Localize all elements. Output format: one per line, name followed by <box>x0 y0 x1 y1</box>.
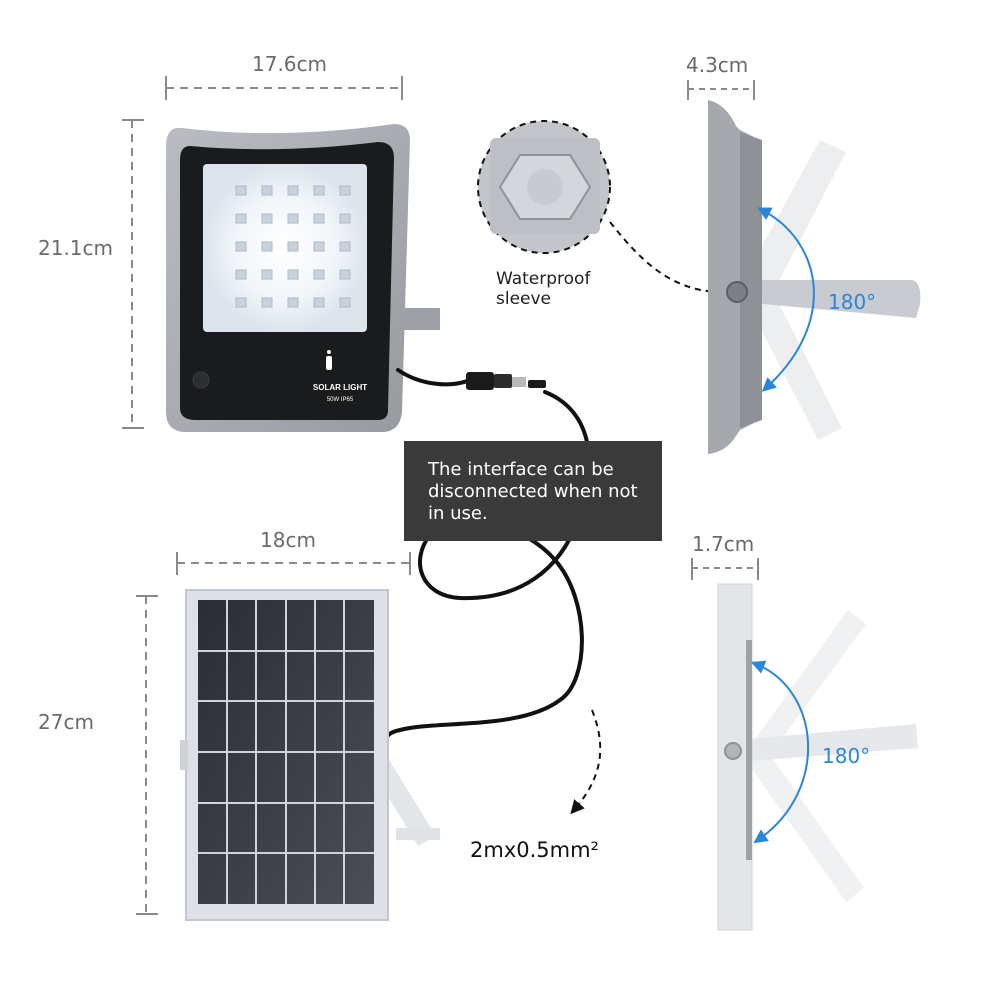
led-grid <box>235 185 351 308</box>
panel-rotation-label: 180° <box>822 744 871 768</box>
dimension-light-height <box>122 119 144 429</box>
product-name-label: SOLAR LIGHT <box>313 383 367 392</box>
dimension-light-depth <box>687 80 755 100</box>
brand-logo-icon <box>326 350 332 370</box>
light-rotation-label: 180° <box>828 290 877 314</box>
panel-height-label: 27cm <box>38 710 94 734</box>
waterproof-sleeve-zoom <box>477 120 724 299</box>
dimension-panel-height <box>136 595 158 915</box>
light-depth-label: 4.3cm <box>686 53 749 77</box>
cable-spec-label: 2mx0.5mm² <box>470 838 599 862</box>
dimension-panel-depth <box>691 558 759 580</box>
interface-note-box: The interface can be disconnected when n… <box>404 441 662 541</box>
solar-panel-front <box>180 589 440 921</box>
product-spec-label: 50W IP65 <box>327 397 354 403</box>
cable-connector <box>466 372 546 390</box>
panel-width-label: 18cm <box>260 528 316 552</box>
solar-panel-side <box>717 583 918 931</box>
dimension-light-width <box>165 76 403 100</box>
flood-light-side <box>708 100 921 454</box>
panel-depth-label: 1.7cm <box>692 532 755 556</box>
waterproof-sleeve-label: Waterproof sleeve <box>496 269 591 309</box>
light-width-label: 17.6cm <box>252 52 328 76</box>
connection-cable <box>384 368 602 742</box>
cable-length-arrow <box>570 709 602 815</box>
dimension-panel-width <box>176 552 411 575</box>
light-height-label: 21.1cm <box>38 236 114 260</box>
flood-light-front: SOLAR LIGHT 50W IP65 <box>166 124 440 432</box>
